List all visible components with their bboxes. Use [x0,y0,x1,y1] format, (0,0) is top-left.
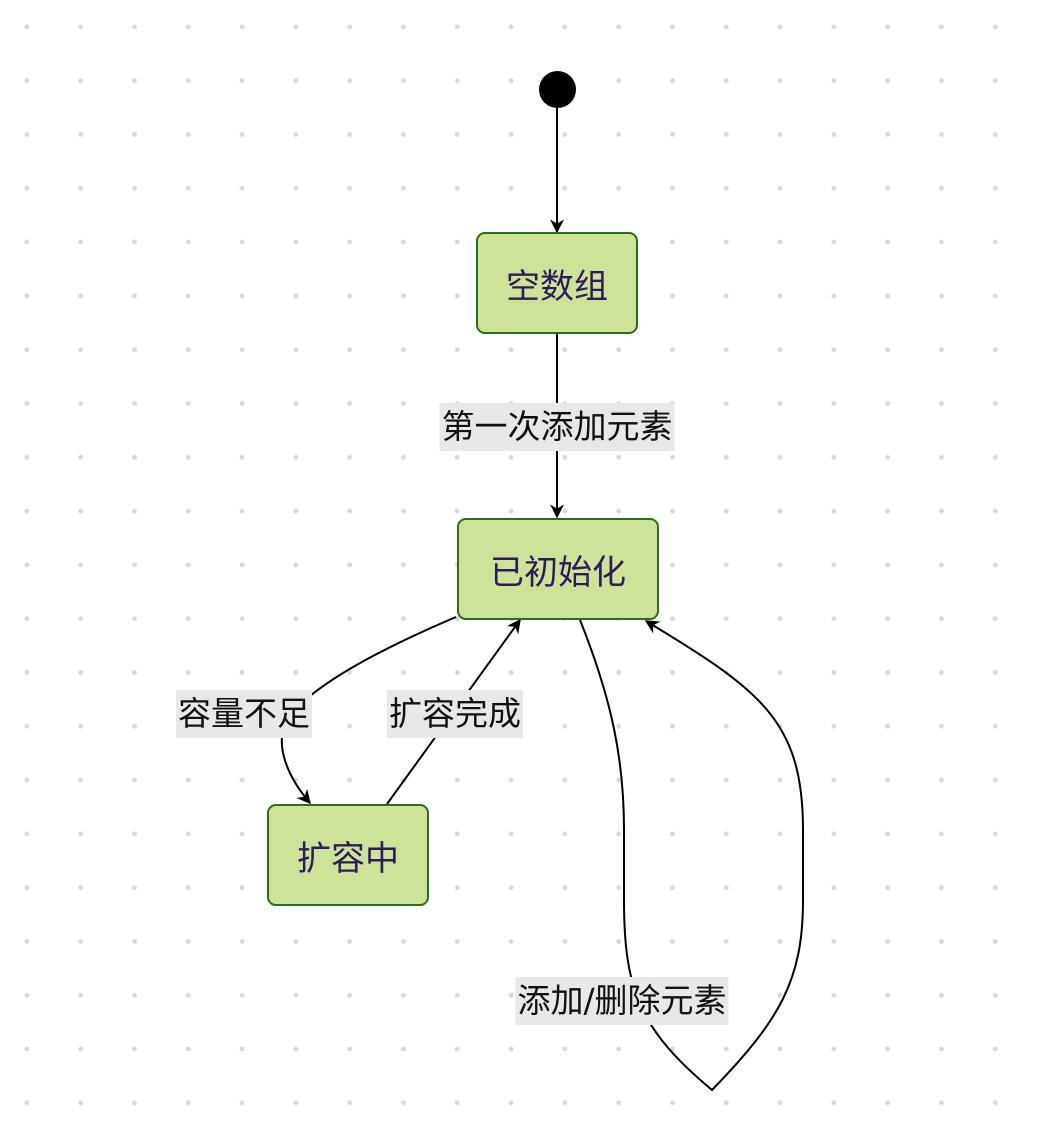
edge-label-expand-done: 扩容完成 [387,690,523,738]
state-empty-array[interactable]: 空数组 [476,232,638,334]
state-expanding[interactable]: 扩容中 [267,804,429,906]
state-empty-array-label: 空数组 [506,266,608,307]
edge-initialized-self-loop [579,619,804,1092]
state-initialized[interactable]: 已初始化 [457,518,659,620]
edge-label-insufficient: 容量不足 [176,690,312,738]
edge-label-first-add: 第一次添加元素 [439,403,675,451]
initial-state-dot [539,71,576,108]
edge-label-add-remove: 添加/删除元素 [515,977,729,1025]
state-expanding-label: 扩容中 [297,838,399,879]
state-initialized-label: 已初始化 [490,552,626,593]
